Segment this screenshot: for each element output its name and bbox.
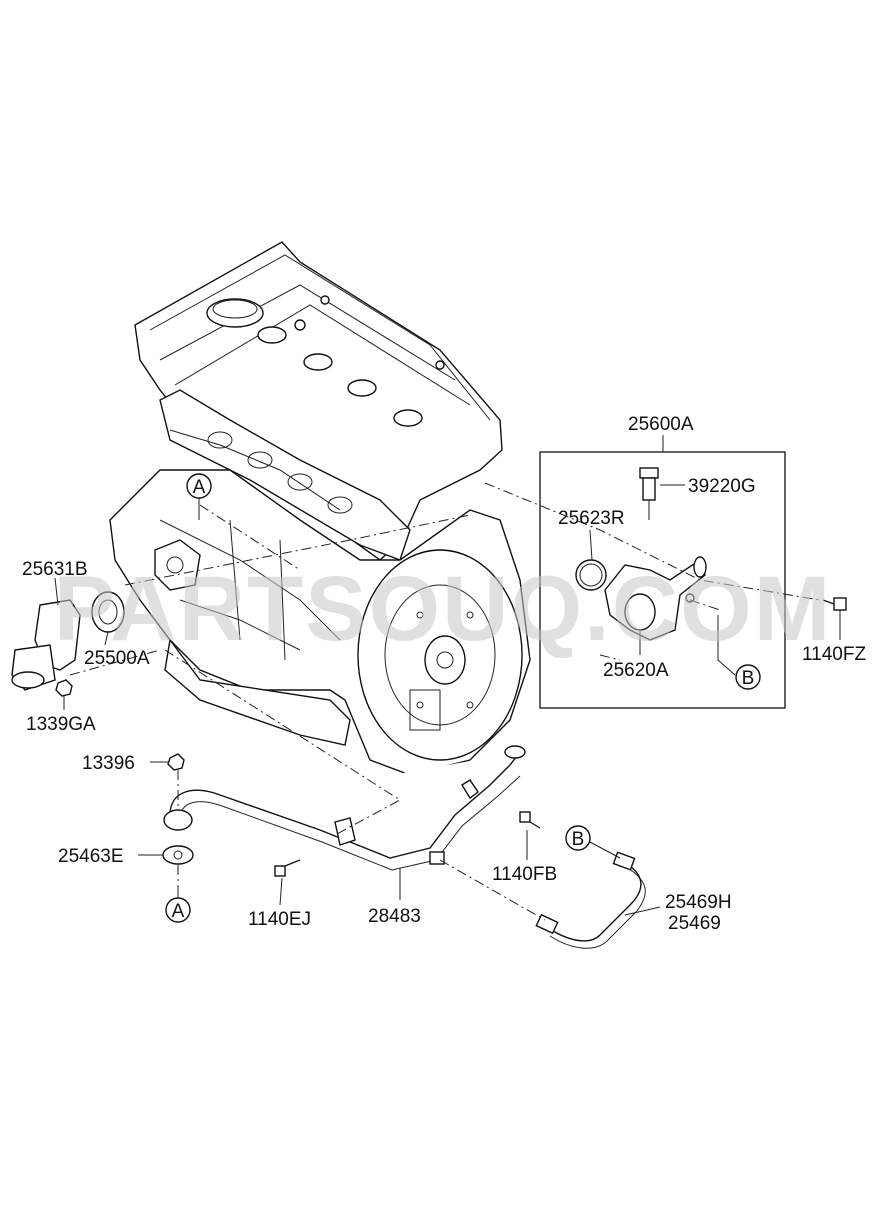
callout-letter: B <box>572 829 585 850</box>
water-outlet-box <box>539 451 786 709</box>
label-1140FZ: 1140FZ <box>802 644 866 665</box>
label-25500A: 25500A <box>84 648 150 669</box>
callout-letter: A <box>193 477 206 498</box>
label-25623R: 25623R <box>558 508 625 529</box>
bypass-pipe-group <box>162 745 646 949</box>
callout-A-bottom: A <box>165 897 191 923</box>
label-25620A: 25620A <box>603 660 669 681</box>
bolt-1140FZ <box>822 597 847 611</box>
callout-letter: B <box>742 668 755 689</box>
callout-letter: A <box>172 901 185 922</box>
leader-lines <box>54 435 841 916</box>
reference-lines <box>69 482 821 921</box>
label-1140EJ: 1140EJ <box>248 909 311 930</box>
engine-assembly <box>109 241 531 776</box>
label-25463E: 25463E <box>58 846 124 867</box>
thermostat-group <box>11 591 125 697</box>
label-28483: 28483 <box>368 906 421 927</box>
label-13396: 13396 <box>82 753 135 774</box>
label-25469: 25469 <box>668 913 721 934</box>
callout-A-top: A <box>186 473 212 499</box>
label-1339GA: 1339GA <box>26 714 96 735</box>
callout-B-bottom: B <box>565 825 591 851</box>
label-39220G: 39220G <box>688 476 756 497</box>
label-1140FB: 1140FB <box>492 864 557 885</box>
callout-B-right: B <box>735 664 761 690</box>
label-25631B: 25631B <box>22 559 88 580</box>
watermark: PARTSOUQ.COM <box>54 558 833 660</box>
label-25600A: 25600A <box>628 414 694 435</box>
label-25469H: 25469H <box>665 892 732 913</box>
